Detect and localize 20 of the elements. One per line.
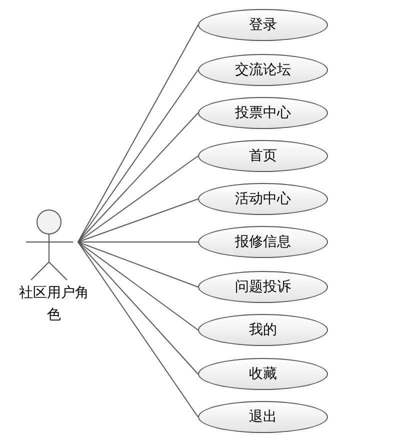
use-case-ellipse: 交流论坛 bbox=[198, 54, 328, 86]
association-line bbox=[78, 242, 198, 288]
use-case-ellipse: 退出 bbox=[198, 401, 328, 433]
association-line bbox=[78, 242, 198, 330]
use-case-ellipse: 报修信息 bbox=[198, 226, 328, 258]
use-case-ellipse: 活动中心 bbox=[198, 183, 328, 215]
use-case-ellipse: 首页 bbox=[198, 140, 328, 172]
use-case-ellipse: 登录 bbox=[198, 9, 328, 41]
association-line bbox=[78, 198, 198, 242]
association-line bbox=[78, 24, 198, 242]
use-case-ellipse: 问题投诉 bbox=[198, 271, 328, 303]
association-line bbox=[78, 112, 198, 242]
association-line bbox=[78, 156, 198, 242]
use-case-ellipse: 收藏 bbox=[198, 358, 328, 390]
use-case-ellipse: 我的 bbox=[198, 314, 328, 346]
use-case-ellipse: 投票中心 bbox=[198, 97, 328, 129]
association-line bbox=[78, 242, 198, 374]
association-line bbox=[78, 242, 198, 418]
actor-label: 社区用户角色 bbox=[18, 284, 90, 325]
association-line bbox=[78, 70, 198, 242]
